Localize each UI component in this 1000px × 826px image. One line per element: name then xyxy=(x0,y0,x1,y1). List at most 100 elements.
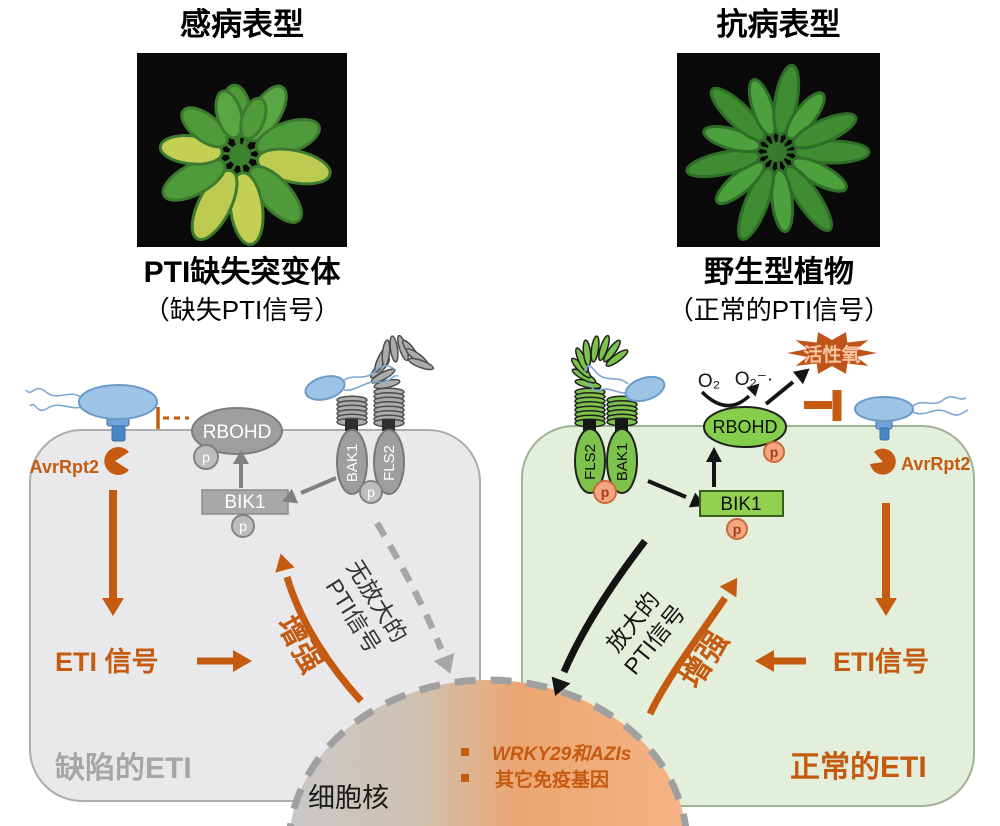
fls2-label: FLS2 xyxy=(582,444,599,480)
fls2-label: FLS2 xyxy=(381,445,398,481)
avrrpt2-pacman-icon xyxy=(870,448,896,475)
bik1-label: BIK1 xyxy=(720,494,761,515)
flagella-icon xyxy=(912,396,967,407)
receptor-to-bik1-arrow xyxy=(300,476,337,495)
bacterium-body xyxy=(304,375,346,401)
bik1-label: BIK1 xyxy=(224,492,265,513)
rbohd-label: RBOHD xyxy=(712,417,777,437)
right-panel-title: 抗病表型 xyxy=(716,7,841,42)
left-plant-caption: PTI缺失突变体 xyxy=(143,256,341,289)
bak1-label: BAK1 xyxy=(614,443,631,481)
avrrpt2-label: AvrRpt2 xyxy=(30,457,99,477)
wildtype-cell-contents: FLS2 BAK1 p BIK1 p RBOHD p O₂ O₂⁻· xyxy=(551,332,970,784)
bak1-shape xyxy=(606,428,638,494)
injector-icon xyxy=(111,425,126,442)
rbohd-shape xyxy=(703,406,787,448)
bak1-label: BAK1 xyxy=(344,444,361,482)
enhance-curve-arrow-head xyxy=(275,553,295,573)
receptor-stem xyxy=(583,419,596,431)
rosette-center xyxy=(229,144,251,166)
bacterium-icon xyxy=(304,364,399,401)
rosette-leaves xyxy=(685,63,871,241)
defective-eti-label: 缺陷的ETI xyxy=(55,752,192,785)
eti-signal-label: ETI信号 xyxy=(833,647,929,677)
bacterium-icon xyxy=(583,364,666,403)
fls2-shape xyxy=(574,428,606,494)
rosette-center xyxy=(767,142,787,162)
phospho-badge xyxy=(231,514,255,538)
eti-arrow-down-head xyxy=(875,598,897,616)
phospho-badge xyxy=(763,441,785,463)
reaction-arc-head xyxy=(746,383,760,397)
avrrpt2-pacman-icon xyxy=(104,447,129,476)
enhance-curve-arrow xyxy=(283,576,364,704)
phospho-label: p xyxy=(733,521,742,537)
bullet-square-icon xyxy=(461,748,469,756)
bacterium-body xyxy=(854,396,914,422)
flagella-icon xyxy=(343,374,399,391)
bacterium-icon xyxy=(25,384,158,442)
diseased-plant-rosette xyxy=(158,83,332,246)
flagella-icon xyxy=(25,387,83,399)
receptor-coil xyxy=(336,334,435,428)
flagella-icon xyxy=(341,364,397,383)
flagella-icon xyxy=(29,403,85,412)
ros-arrow-head xyxy=(792,368,810,385)
ros-burst-icon xyxy=(787,332,877,374)
receptor-stem xyxy=(615,419,628,431)
enhance-curve-arrow-head xyxy=(719,577,738,598)
phospho-badge xyxy=(726,518,748,540)
right-plant-caption: 野生型植物 xyxy=(704,256,854,289)
phospho-label: p xyxy=(367,484,375,500)
receptor-to-bik1-arrow xyxy=(647,479,687,499)
bak1-shape xyxy=(336,429,368,495)
reaction-arc xyxy=(700,390,751,408)
eti-to-enhance-arrow-head xyxy=(755,650,774,672)
diseased-plant-photo xyxy=(137,53,347,247)
injector-icon xyxy=(879,427,890,441)
bullet-square-icon xyxy=(461,774,469,782)
superoxide-label: O₂⁻· xyxy=(735,369,774,390)
rbohd-label: RBOHD xyxy=(203,422,272,443)
phospho-label: p xyxy=(601,484,610,500)
ros-label: 活性氧 xyxy=(803,343,860,366)
flagella-icon xyxy=(583,364,629,385)
nucleus-gene-item: WRKY29和AZIs xyxy=(492,743,631,765)
enhance-curve-arrow xyxy=(646,596,728,716)
inhibition-tbar-icon xyxy=(804,390,842,421)
right-plant-caption-sub: （正常的PTI信号） xyxy=(667,295,891,325)
receptor-stem xyxy=(345,419,358,431)
eti-signal-label: ETI 信号 xyxy=(55,647,159,677)
healthy-plant-rosette xyxy=(685,63,871,241)
bik1-shape xyxy=(201,489,289,515)
receptor-coil xyxy=(570,334,638,428)
bik1-to-rbohd-arrow-head xyxy=(706,447,722,462)
bacterium-icon xyxy=(854,396,969,441)
nucleus-gene-item: 其它免疫基因 xyxy=(495,768,609,791)
bacterium-body xyxy=(624,375,666,403)
bacterium-body xyxy=(78,384,158,420)
phospho-badge xyxy=(193,444,219,470)
flagella-icon xyxy=(912,409,969,416)
fls2-shape xyxy=(373,429,405,495)
blocked-inhibition-icon xyxy=(156,407,189,429)
eti-to-enhance-arrow-head xyxy=(233,650,252,672)
healthy-plant-photo xyxy=(677,53,880,247)
amplified-pti-arrow xyxy=(560,538,648,674)
rbohd-shape xyxy=(191,407,283,455)
phospho-label: p xyxy=(202,449,210,465)
amplified-pti-arrow-head xyxy=(551,676,571,696)
bik1-to-rbohd-arrow-head xyxy=(233,450,249,464)
receptor-to-bik1-arrow-head xyxy=(282,488,299,504)
rosette-leaves xyxy=(158,83,332,246)
receptor-stem xyxy=(382,419,395,431)
phospho-badge xyxy=(359,480,383,504)
phospho-label: p xyxy=(239,518,247,534)
weak-pti-arrow-head xyxy=(433,653,455,674)
left-plant-caption-sub: （缺失PTI信号） xyxy=(143,295,341,325)
o2-label: O₂ xyxy=(698,371,720,392)
left-panel-title: 感病表型 xyxy=(180,7,304,42)
nucleus-label: 细胞核 xyxy=(308,783,389,813)
ros-arrow xyxy=(764,380,795,406)
eti-arrow-down-head xyxy=(102,598,124,616)
